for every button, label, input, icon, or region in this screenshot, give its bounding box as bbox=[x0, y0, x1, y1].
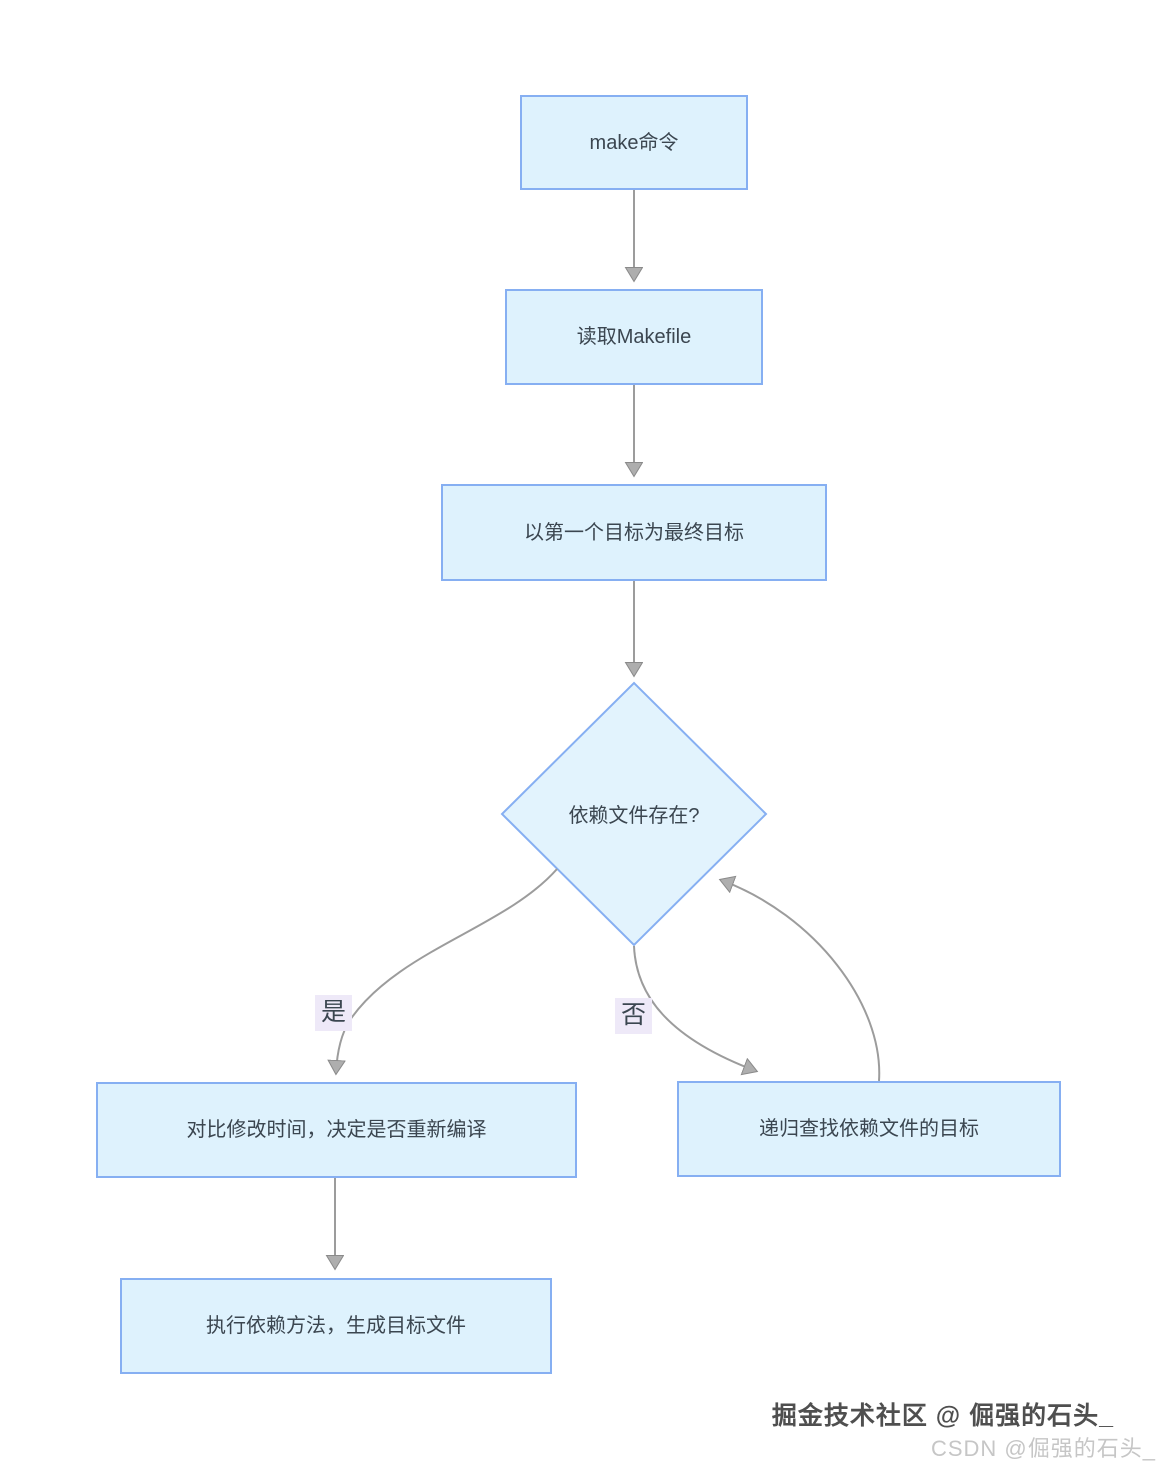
node-execute-generate: 执行依赖方法，生成目标文件 bbox=[120, 1278, 552, 1374]
node-compare-mtime: 对比修改时间，决定是否重新编译 bbox=[96, 1082, 577, 1178]
node-make-command: make命令 bbox=[520, 95, 748, 190]
edge-decision-no-to-recursive bbox=[633, 945, 756, 1071]
node-recursive-find: 递归查找依赖文件的目标 bbox=[677, 1081, 1061, 1177]
edge-recursive-back-to-decision bbox=[721, 880, 881, 1082]
edge-decision-yes-to-compare bbox=[336, 868, 558, 1073]
node-read-makefile: 读取Makefile bbox=[505, 289, 763, 385]
edge-label-no: 否 bbox=[615, 998, 653, 1034]
watermark-csdn: CSDN @倔强的石头_ bbox=[930, 1436, 1156, 1461]
watermark-juejin: 掘金技术社区 @ 倔强的石头_ bbox=[771, 1402, 1114, 1430]
node-compare-mtime-label: 对比修改时间，决定是否重新编译 bbox=[186, 1119, 487, 1141]
node-execute-generate-label: 执行依赖方法，生成目标文件 bbox=[206, 1315, 466, 1337]
node-first-target: 以第一个目标为最终目标 bbox=[441, 484, 827, 581]
decision-diamond-shape bbox=[500, 681, 768, 947]
node-make-command-label: make命令 bbox=[589, 131, 679, 154]
node-first-target-label: 以第一个目标为最终目标 bbox=[524, 521, 744, 544]
node-read-makefile-label: 读取Makefile bbox=[576, 326, 692, 348]
node-decision-label: 依赖文件存在? bbox=[568, 805, 700, 827]
node-recursive-find-label: 递归查找依赖文件的目标 bbox=[759, 1118, 979, 1140]
edge-label-yes: 是 bbox=[315, 995, 353, 1031]
